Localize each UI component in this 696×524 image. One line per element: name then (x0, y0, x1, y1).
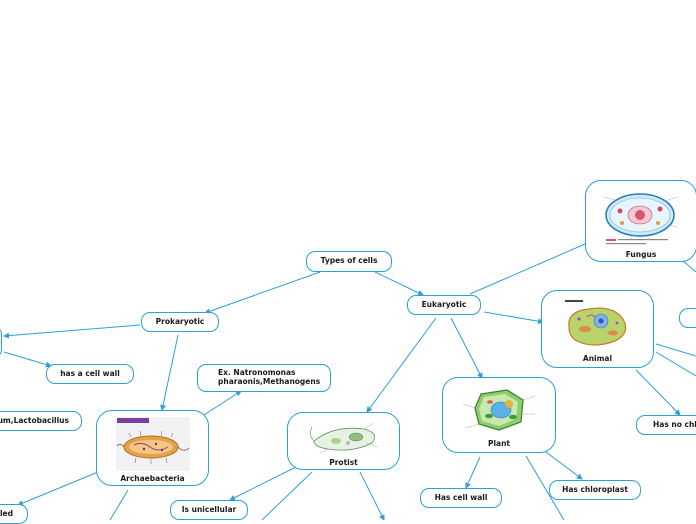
connector-fungus-right (681, 259, 696, 273)
plant-cell-diagram (459, 384, 539, 436)
connector-plant-chloroplast (541, 448, 583, 480)
connector-prokaryotic-archaebacteria (160, 334, 179, 411)
node-has-no-chloroplast[interactable]: Has no chlo (636, 415, 696, 435)
node-celled[interactable]: lled (0, 504, 28, 524)
protist-label: Protist (329, 458, 358, 467)
connector-eukaryotic-fungus (469, 240, 593, 295)
archaebacteria-label: Archaebacteria (120, 474, 185, 483)
connector-left-cellwall (3, 351, 52, 368)
connector-animal-nochloroplast (635, 369, 681, 416)
connector-types-eukaryotic (374, 271, 424, 296)
connector-archaebacteria-example (203, 390, 242, 416)
connector-archaebacteria-down (109, 489, 129, 520)
connector-prokaryotic-left (3, 324, 141, 339)
node-archaea-example[interactable]: Ex. Natronomonas pharaonis,Methanogens (197, 364, 331, 392)
connector-protist-down-right (359, 471, 385, 520)
animal-cell-diagram (556, 297, 639, 351)
node-has-cell-wall[interactable]: Has cell wall (420, 488, 502, 508)
connector-eukaryotic-protist (366, 317, 437, 413)
node-has-a-cell-wall[interactable]: has a cell wall (46, 364, 134, 384)
node-plant[interactable]: Plant (442, 377, 556, 453)
node-has-chloroplast[interactable]: Has chloroplast (549, 480, 641, 500)
node-eukaryotic[interactable]: Eukaryotic (407, 295, 481, 315)
archaebacteria-diagram (115, 417, 190, 471)
connector-types-prokaryotic (204, 271, 321, 315)
connector-plant-cellwall (465, 456, 481, 489)
connector-protist-down-left (261, 471, 313, 520)
node-archaebacteria[interactable]: Archaebacteria (96, 410, 209, 486)
connector-protist-unicellular (229, 465, 299, 501)
node-prokaryotic[interactable]: Prokaryotic (141, 312, 219, 332)
connector-animal-right-2 (655, 351, 696, 377)
plant-label: Plant (487, 439, 511, 448)
node-right-partial[interactable] (679, 308, 696, 328)
connector-archaebacteria-celled (17, 471, 99, 506)
connector-plant-down (525, 455, 565, 520)
node-protist[interactable]: Protist (287, 412, 400, 470)
node-is-unicellular[interactable]: Is unicellular (170, 500, 248, 520)
node-animal[interactable]: Animal (541, 290, 654, 368)
fungus-label: Fungus (625, 250, 657, 259)
node-fungus[interactable]: Fungus (585, 180, 696, 262)
node-types-of-cells[interactable]: Types of cells (306, 251, 392, 272)
animal-label: Animal (582, 354, 613, 363)
node-lactobacillus[interactable]: ium,Lactobacillus (0, 411, 82, 431)
connector-eukaryotic-animal (483, 311, 544, 325)
connector-animal-right-1 (655, 343, 696, 357)
connector-eukaryotic-plant (450, 317, 483, 379)
protist-diagram (303, 419, 384, 455)
fungus-cell-diagram (598, 187, 684, 247)
